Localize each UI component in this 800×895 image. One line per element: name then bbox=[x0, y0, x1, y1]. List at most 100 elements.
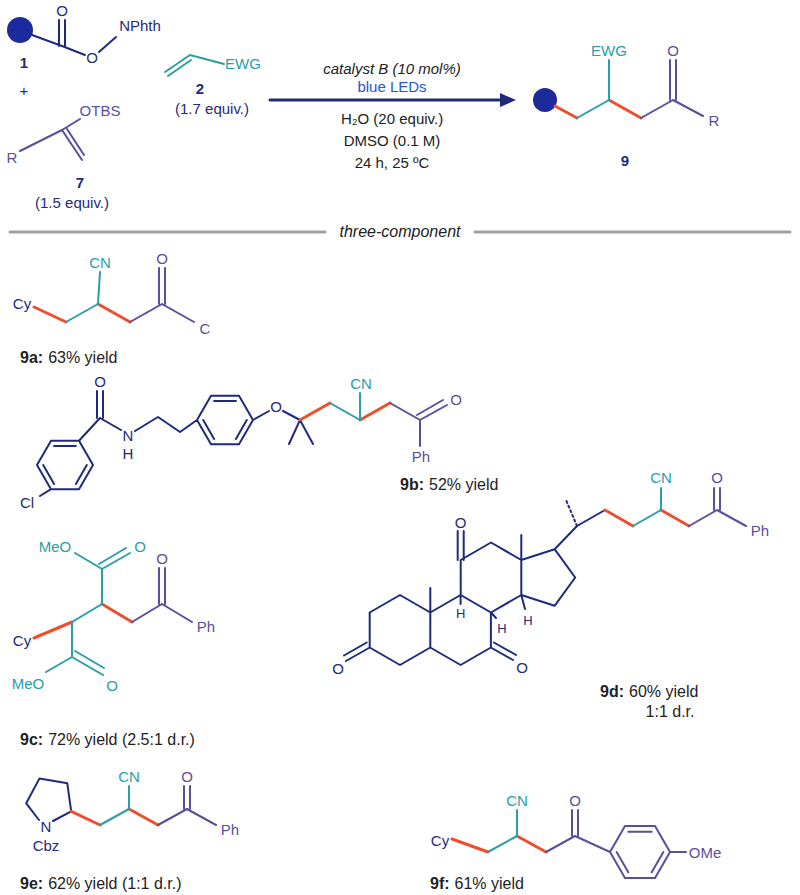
atom-label: O bbox=[516, 660, 528, 675]
bond-lines bbox=[132, 568, 192, 622]
atom-label: Cy bbox=[431, 833, 449, 848]
atom-label: H bbox=[456, 607, 465, 620]
atom-label: O bbox=[156, 251, 168, 266]
new-bond bbox=[555, 100, 641, 118]
substrate-dot bbox=[533, 88, 557, 112]
atom-label: CN bbox=[89, 255, 111, 270]
yield-text: 61% yield bbox=[455, 876, 524, 892]
bond-lines bbox=[577, 60, 609, 118]
atom-label: Cbz bbox=[33, 838, 60, 853]
atom-label: O bbox=[106, 678, 118, 693]
compound-number: 1 bbox=[20, 55, 28, 70]
atom-label: Ph bbox=[221, 822, 239, 837]
compound-number: 9c: bbox=[20, 732, 43, 748]
bond-lines bbox=[390, 400, 447, 446]
atom-label: CN bbox=[506, 793, 528, 808]
bond-lines bbox=[488, 810, 517, 852]
atom-label: R bbox=[7, 150, 18, 165]
hashed-bond bbox=[566, 500, 577, 526]
yield-text: 62% yield (1:1 d.r.) bbox=[48, 876, 181, 892]
atom-label: O bbox=[450, 392, 462, 407]
bond-lines bbox=[165, 55, 224, 76]
atom-label: O bbox=[667, 43, 679, 58]
arrow-head bbox=[500, 93, 516, 107]
bond-lines bbox=[100, 786, 129, 825]
atom-label: MeO bbox=[12, 676, 45, 691]
compound-number: 9a: bbox=[20, 350, 43, 366]
atom-label: O bbox=[56, 3, 68, 18]
atom-label: CN bbox=[650, 470, 672, 485]
new-bond bbox=[452, 836, 546, 852]
bond-lines bbox=[26, 778, 71, 821]
atom-label: O bbox=[156, 551, 168, 566]
bond-lines bbox=[330, 393, 360, 420]
reaction-condition: H₂O (20 equiv.) bbox=[341, 111, 443, 126]
atom-label: O bbox=[134, 539, 146, 554]
atom-label: Cy bbox=[13, 633, 31, 648]
bond-lines bbox=[689, 488, 746, 526]
yield-text: 1:1 d.r. bbox=[646, 704, 695, 720]
yield-text: 52% yield bbox=[429, 477, 498, 493]
bond-lines bbox=[32, 20, 116, 55]
yield-text: 72% yield (2.5:1 d.r.) bbox=[48, 732, 195, 748]
bond-lines bbox=[633, 488, 661, 526]
reaction-condition: blue LEDs bbox=[357, 79, 426, 94]
equivalents-note: (1.5 equiv.) bbox=[35, 195, 109, 210]
atom-label: Cy bbox=[13, 296, 31, 311]
atom-label: O bbox=[332, 661, 344, 676]
reaction-condition: catalyst B (10 mol%) bbox=[323, 61, 461, 76]
atom-label: O bbox=[86, 50, 98, 65]
equivalents-note: (1.7 equiv.) bbox=[175, 101, 249, 116]
section-heading: three-component bbox=[340, 224, 461, 240]
bond-lines bbox=[130, 268, 194, 322]
atom-label: H bbox=[123, 446, 134, 461]
atom-label: O bbox=[270, 399, 282, 414]
atom-label: NPhth bbox=[119, 18, 161, 33]
compound-number: 9f: bbox=[430, 876, 450, 892]
atom-label: O bbox=[711, 470, 723, 485]
yield-text: 63% yield bbox=[48, 350, 117, 366]
compound-number: 2 bbox=[196, 81, 204, 96]
yield-text: 60% yield bbox=[629, 684, 698, 700]
atom-label: Cl bbox=[20, 495, 34, 510]
reaction-arrow bbox=[270, 99, 503, 102]
bond-lines bbox=[66, 272, 100, 322]
reaction-condition: 24 h, 25 ºC bbox=[355, 155, 430, 170]
atom-label: O bbox=[181, 769, 193, 784]
atom-label: EWG bbox=[225, 56, 261, 71]
bond-lines bbox=[158, 786, 216, 825]
atom-label: OTBS bbox=[80, 103, 121, 118]
compound-number: 9b: bbox=[400, 477, 424, 493]
compound-number: 9d: bbox=[600, 684, 624, 700]
bond-lines bbox=[546, 810, 686, 878]
substrate-dot bbox=[7, 17, 33, 43]
atom-label: OMe bbox=[689, 845, 722, 860]
bond-lines bbox=[344, 510, 605, 665]
atom-label: EWG bbox=[591, 43, 627, 58]
atom-label: H bbox=[497, 622, 506, 635]
compound-number: 9 bbox=[621, 153, 629, 168]
atom-label: R bbox=[709, 113, 720, 128]
reaction-condition: DMSO (0.1 M) bbox=[344, 133, 441, 148]
compound-number: 7 bbox=[76, 175, 84, 190]
plus-sign: + bbox=[20, 83, 29, 98]
bond-lines bbox=[20, 119, 84, 160]
atom-label: Ph bbox=[751, 523, 769, 538]
atom-label: O bbox=[94, 374, 106, 389]
new-bond bbox=[34, 604, 132, 638]
atom-label: O bbox=[569, 793, 581, 808]
atom-label: CN bbox=[350, 376, 372, 391]
atom-label: C bbox=[200, 321, 211, 336]
atom-label: O bbox=[455, 515, 467, 530]
bond-lines bbox=[37, 391, 313, 496]
bond-lines bbox=[46, 548, 130, 675]
atom-label: MeO bbox=[39, 539, 72, 554]
atom-label: N bbox=[41, 819, 52, 834]
atom-label: CN bbox=[118, 769, 140, 784]
atom-label: N bbox=[123, 428, 134, 443]
atom-label: Ph bbox=[197, 619, 215, 634]
atom-label: H bbox=[523, 614, 532, 627]
bond-lines bbox=[641, 60, 703, 118]
